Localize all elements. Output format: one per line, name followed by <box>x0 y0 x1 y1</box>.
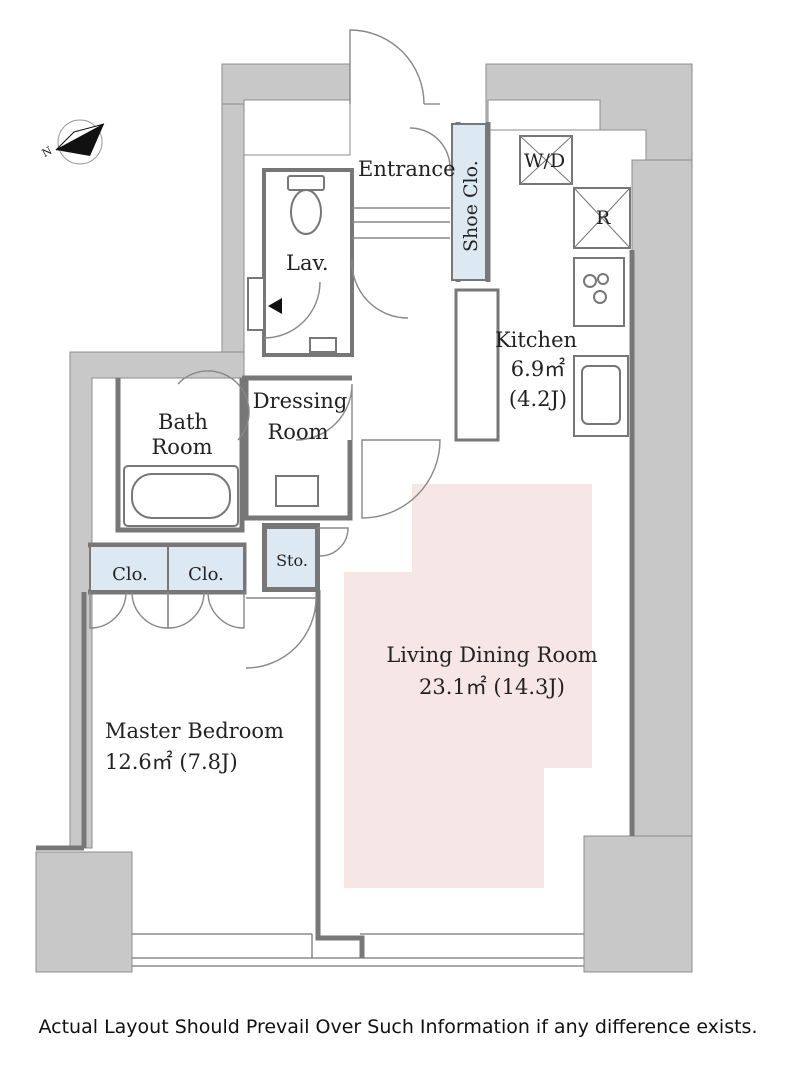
dressing-label-line1: Dressing <box>253 389 348 413</box>
bath-label-line2: Room <box>151 435 212 459</box>
closet-2-label: Clo. <box>188 564 224 585</box>
dressing-label-line2: Room <box>267 420 328 444</box>
entrance-label: Entrance <box>358 157 456 181</box>
closet-1 <box>89 545 169 592</box>
lavatory-label: Lav. <box>286 251 329 275</box>
lav-basin-icon <box>247 277 337 353</box>
stove-icon <box>573 257 625 327</box>
toilet-icon <box>287 175 325 235</box>
sink-icon <box>573 355 629 437</box>
door-swings <box>89 29 451 669</box>
master-bedroom-name: Master Bedroom <box>105 719 284 743</box>
refrigerator-label: R <box>596 207 611 229</box>
closet-1-label: Clo. <box>112 564 148 585</box>
shoe-closet <box>451 123 487 281</box>
closets <box>89 123 487 592</box>
exterior-walls <box>35 63 693 973</box>
floor-plan: N Entrance Shoe Clo. W/D R Lav. Kitchen … <box>35 29 693 973</box>
compass-north-label: N <box>40 144 55 160</box>
washer-dryer-label: W/D <box>524 150 565 172</box>
storage-label: Sto. <box>276 551 308 570</box>
compass-icon: N <box>40 119 105 165</box>
shoe-closet-label: Shoe Clo. <box>460 160 482 252</box>
washer-dryer-box <box>519 135 573 185</box>
kitchen-area: 6.9㎡ <box>511 357 565 381</box>
kitchen-jo: (4.2J) <box>509 387 567 411</box>
kitchen-name: Kitchen <box>495 328 577 352</box>
closet-2 <box>167 545 245 592</box>
living-name: Living Dining Room <box>386 643 597 667</box>
living-area: 23.1㎡ (14.3J) <box>419 675 565 699</box>
storage-closet <box>265 527 317 589</box>
refrigerator-box <box>573 187 631 249</box>
dressing-vanity-icon <box>275 475 319 507</box>
bottom-windows <box>132 933 584 967</box>
bath-label-line1: Bath <box>158 410 208 434</box>
vent-marker-icon <box>268 298 282 314</box>
master-bedroom-area: 12.6㎡ (7.8J) <box>105 750 238 774</box>
bathtub-icon <box>123 465 239 527</box>
disclaimer-text: Actual Layout Should Prevail Over Such I… <box>38 1016 758 1038</box>
living-dining-highlight <box>344 484 592 888</box>
